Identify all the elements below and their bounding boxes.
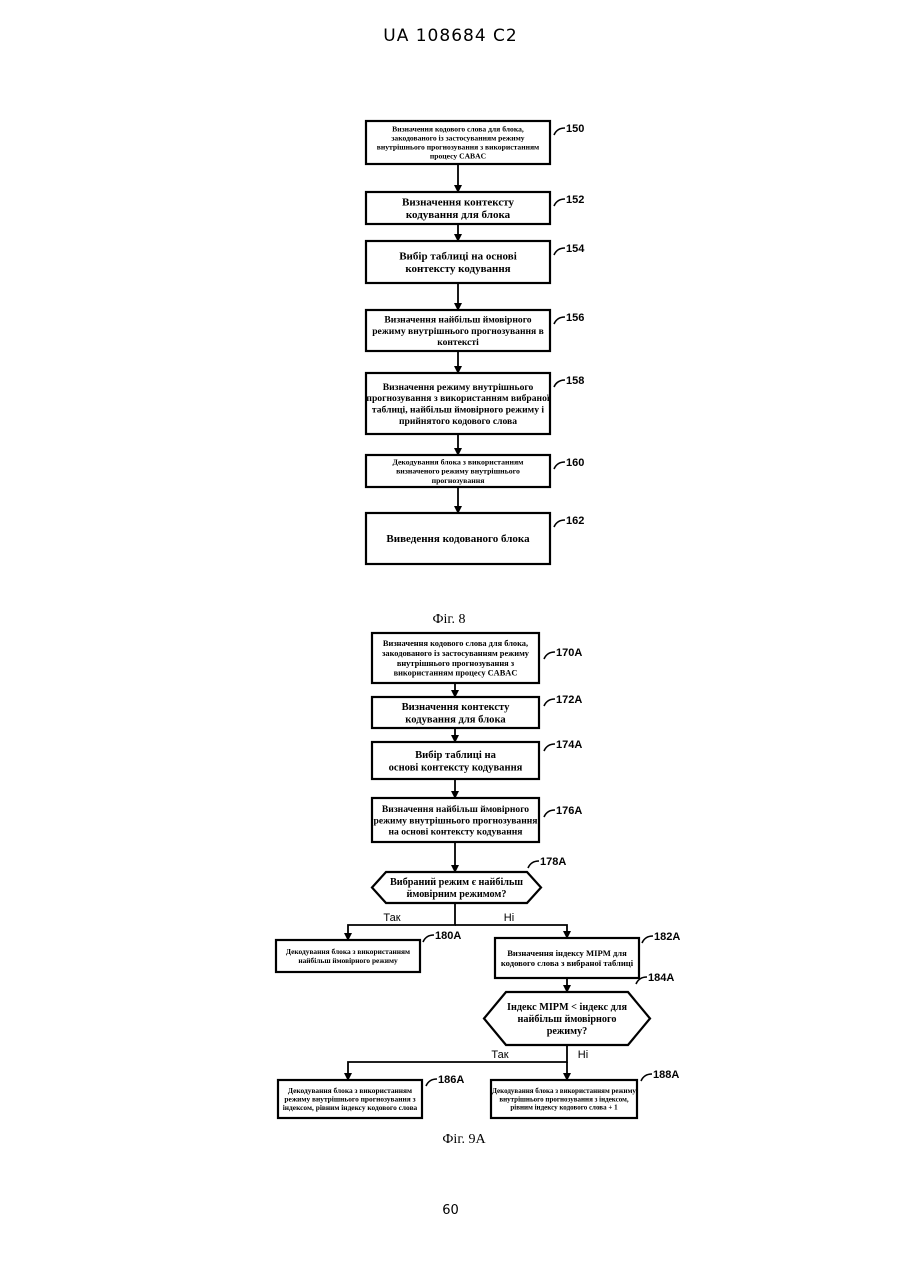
fig8-node-156-ref-leader: [554, 317, 565, 324]
fig9a-node-182A-text: Визначення індексу MIPM длякодового слов…: [501, 948, 634, 968]
fig9a-node-174A-ref-leader: [544, 744, 555, 751]
fig8-node-154-text: Вибір таблиці на основіконтексту кодуван…: [399, 250, 517, 275]
fig9a-node-180A-text: Декодування блока з використаннямнайбіль…: [286, 947, 410, 965]
fig9a-node-182A-ref: 182A: [654, 931, 680, 943]
fig9a-node-184A-ref: 184A: [648, 972, 674, 984]
fig9a-node-188A-ref-leader: [641, 1074, 652, 1081]
fig8-node-152-ref-leader: [554, 199, 565, 206]
fig9a-node-176A-ref: 176A: [556, 805, 582, 817]
fig8-node-162-ref-leader: [554, 520, 565, 527]
fig9a-node-182A-ref-leader: [642, 936, 653, 943]
fig8-node-158-ref-leader: [554, 380, 565, 387]
fig9a-node-176A-text: Визначення найбільш ймовірногорежиму вну…: [374, 804, 538, 838]
fig9a-branch-no-1: Ні: [504, 912, 514, 924]
fig9a-node-170A-ref: 170A: [556, 647, 582, 659]
fig9a-node-178A-ref: 178A: [540, 856, 566, 868]
fig8-node-154-ref-leader: [554, 248, 565, 255]
fig9a-node-172A-ref-leader: [544, 699, 555, 706]
fig9a-node-188A-ref: 188A: [653, 1069, 679, 1081]
fig9a-node-186A-text: Декодування блока з використаннямрежиму …: [283, 1086, 418, 1112]
fig9a-node-186A-ref-leader: [426, 1079, 437, 1086]
fig9a-node-178A-ref-leader: [528, 861, 539, 868]
fig8-node-160-ref-leader: [554, 462, 565, 469]
fig9a-node-180A-ref-leader: [423, 935, 434, 942]
fig9a-node-172A-text: Визначення контекстукодування для блока: [402, 702, 511, 726]
fig9a-caption: Фіг. 9А: [442, 1132, 486, 1147]
fig9a-node-178A-text: Вибраний режим є найбільшймовірним режим…: [390, 877, 523, 900]
fig8-node-160-ref: 160: [566, 457, 584, 469]
fig8-node-150-ref: 150: [566, 123, 584, 135]
fig9a-branch-yes-2: Так: [491, 1049, 508, 1061]
fig8-node-162-text: Виведення кодованого блока: [386, 533, 530, 545]
fig9a-node-176A-ref-leader: [544, 810, 555, 817]
fig9a-node-188A-text: Декодування блока з використанням режиму…: [492, 1087, 636, 1112]
fig8-node-156-ref: 156: [566, 312, 584, 324]
fig9a-arrow-178-no: [455, 925, 567, 938]
fig9a-branch-yes-1: Так: [383, 912, 400, 924]
fig9a-node-170A-text: Визначення кодового слова для блока,зако…: [382, 639, 530, 678]
fig8-node-152-text: Визначення контекстукодування для блока: [402, 196, 514, 221]
fig8-node-158-ref: 158: [566, 375, 584, 387]
fig9a-node-170A-ref-leader: [544, 652, 555, 659]
fig8-node-154-ref: 154: [566, 243, 585, 255]
fig9a-node-180A-ref: 180A: [435, 930, 461, 942]
fig8-caption: Фіг. 8: [432, 612, 465, 627]
fig9a-node-186A-ref: 186A: [438, 1074, 464, 1086]
fig9a-branch-no-2: Ні: [578, 1049, 588, 1061]
fig8-node-162-ref: 162: [566, 515, 584, 527]
fig8-node-150-ref-leader: [554, 128, 565, 135]
fig8-node-152-ref: 152: [566, 194, 584, 206]
fig9a-node-172A-ref: 172A: [556, 694, 582, 706]
fig9a-node-174A-ref: 174A: [556, 739, 582, 751]
